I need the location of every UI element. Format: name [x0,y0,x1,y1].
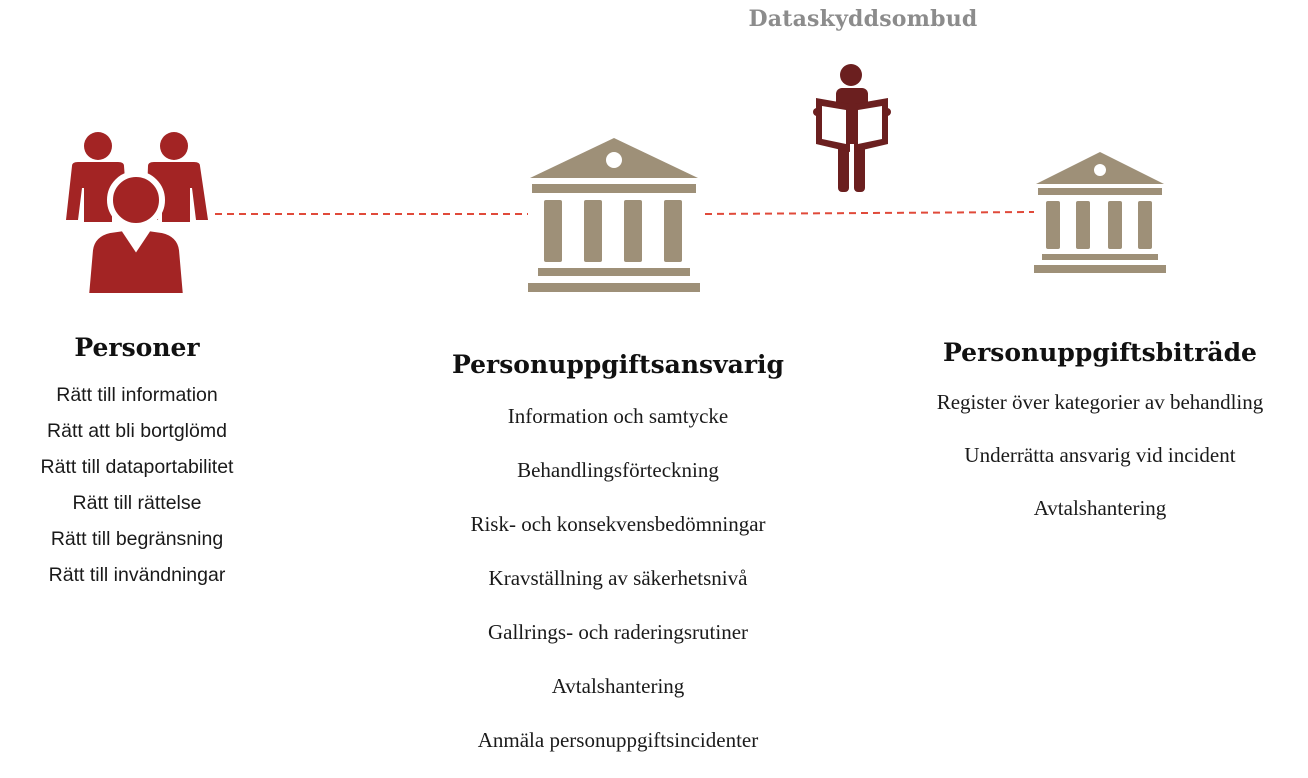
institution-building-icon-processor [1034,152,1166,273]
dpo-title: Dataskyddsombud [748,6,978,32]
list-item: Risk- och konsekvensbedömningar [470,512,766,536]
person-reading-icon [813,64,891,192]
list-item: Information och samtycke [507,404,729,428]
list-item: Rätt till information [56,384,218,406]
group-of-people-icon [66,132,208,299]
processor-column: Personuppgiftsbiträde Register över kate… [890,334,1308,545]
list-item: Rätt att bli bortglömd [47,420,227,442]
connector-controller-processor [704,211,1035,215]
controller-duties-list: Information och samtycke Behandlingsfört… [418,400,818,778]
list-item: Underrätta ansvarig vid incident [964,443,1236,467]
processor-title: Personuppgiftsbiträde [943,338,1257,367]
persons-title: Personer [74,333,200,362]
list-item: Register över kategorier av behandling [936,390,1264,414]
list-item: Rätt till dataportabilitet [40,456,234,478]
list-item: Rätt till rättelse [72,492,202,514]
list-item: Kravställning av säkerhetsnivå [488,566,748,590]
list-item: Avtalshantering [1033,496,1167,520]
persons-rights-list: Rätt till information Rätt att bli bortg… [0,377,274,593]
list-item: Avtalshantering [551,674,685,698]
institution-building-icon-controller [528,138,700,292]
controller-column: Personuppgiftsansvarig Information och s… [418,346,818,778]
list-item: Behandlingsförteckning [517,458,719,482]
list-item: Rätt till invändningar [48,564,226,586]
controller-title: Personuppgiftsansvarig [452,350,784,379]
list-item: Rätt till begränsning [50,528,224,550]
processor-duties-list: Register över kategorier av behandling U… [890,386,1308,545]
list-item: Anmäla personuppgiftsincidenter [477,728,759,752]
list-item: Gallrings- och raderingsrutiner [487,620,749,644]
persons-column: Personer Rätt till information Rätt att … [0,330,274,593]
